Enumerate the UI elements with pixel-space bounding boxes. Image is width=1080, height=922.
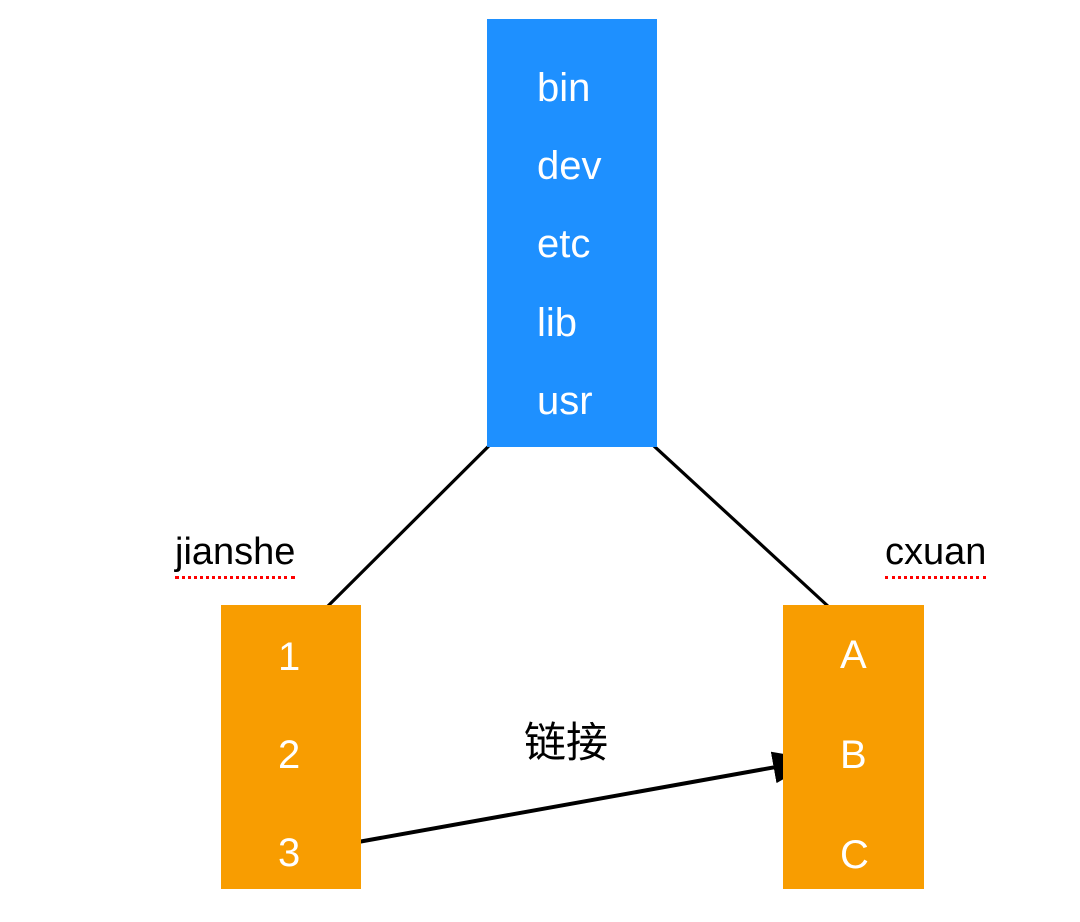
jianshe-entry-2[interactable]: 2 bbox=[278, 733, 301, 777]
root-directory-box[interactable]: bin dev etc lib usr bbox=[487, 19, 657, 447]
root-entry-usr[interactable]: usr bbox=[537, 379, 593, 423]
jianshe-entry-3[interactable]: 3 bbox=[278, 831, 301, 875]
left-box-caption-label: jianshe bbox=[175, 533, 296, 579]
cxuan-entry-c[interactable]: C bbox=[840, 833, 869, 877]
cxuan-entry-a[interactable]: A bbox=[840, 633, 867, 677]
root-entry-etc[interactable]: etc bbox=[537, 222, 591, 266]
root-entry-dev[interactable]: dev bbox=[537, 144, 602, 188]
left-box-caption: jianshe bbox=[175, 533, 296, 579]
root-entry-lib[interactable]: lib bbox=[537, 301, 578, 345]
right-box-caption: cxuan bbox=[885, 533, 987, 579]
link-annotation-label: 链接 bbox=[524, 718, 609, 767]
cxuan-entry-b[interactable]: B bbox=[840, 733, 867, 777]
root-entry-bin[interactable]: bin bbox=[537, 66, 591, 110]
right-box-caption-label: cxuan bbox=[885, 533, 987, 579]
jianshe-entry-1[interactable]: 1 bbox=[278, 635, 301, 679]
jianshe-directory-box[interactable]: 1 2 3 bbox=[221, 605, 361, 889]
edge-link-3-to-b bbox=[307, 751, 817, 853]
cxuan-directory-box[interactable]: A B C bbox=[783, 605, 924, 889]
